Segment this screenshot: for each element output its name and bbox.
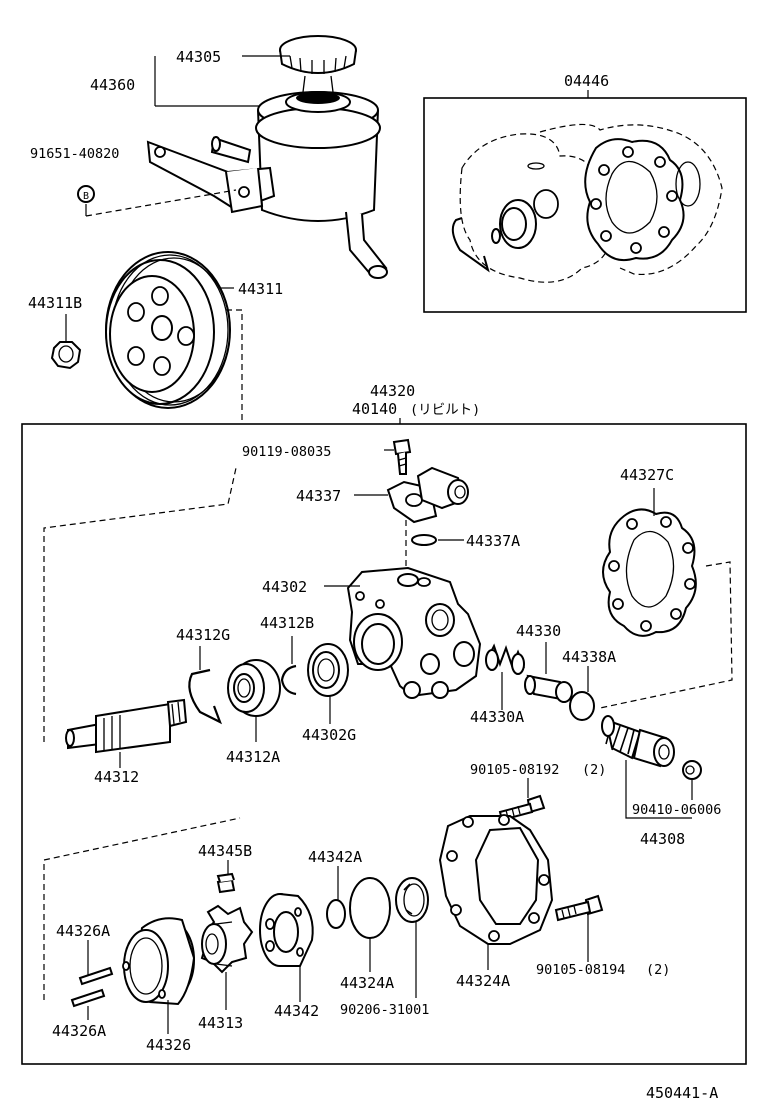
snap-ring-31001 [395, 877, 429, 923]
label-44326a-bottom: 44326A [52, 1022, 106, 1040]
reservoir-cap [279, 35, 357, 93]
vane-upper [78, 966, 114, 986]
pulley [105, 251, 231, 409]
pump-cover [438, 814, 554, 945]
bolt-marker-b: B [83, 191, 89, 202]
oring-44338a [569, 691, 595, 721]
label-44305: 44305 [176, 48, 221, 66]
pump-assembly-box [21, 423, 747, 1065]
label-44330: 44330 [516, 622, 561, 640]
pump-housing [346, 566, 482, 699]
label-44330a: 44330A [470, 708, 524, 726]
label-44342a: 44342A [308, 848, 362, 866]
label-44327c: 44327C [620, 466, 674, 484]
label-44326a-top: 44326A [56, 922, 110, 940]
cover-gasket [602, 508, 697, 637]
label-44312b: 44312B [260, 614, 314, 632]
vane-lower [70, 988, 106, 1008]
oring-44324a [349, 877, 391, 939]
oring-44342a [326, 899, 346, 929]
label-44312a: 44312A [226, 748, 280, 766]
label-90105-08194: 90105-08194 [536, 962, 625, 978]
label-44338a: 44338A [562, 648, 616, 666]
pump-shaft [65, 698, 188, 754]
valve-spring [485, 643, 525, 675]
label-90410-06006: 90410-06006 [632, 802, 721, 818]
label-rebuilt-note: (リビルト) [410, 402, 480, 418]
kit-gaskets [451, 123, 723, 283]
snap-ring-g [188, 668, 223, 725]
snap-ring-b [280, 664, 297, 696]
label-44360: 44360 [90, 76, 135, 94]
cam-ring [122, 917, 196, 1006]
label-40140: 40140 [352, 400, 397, 418]
label-44311b: 44311B [28, 294, 82, 312]
gasket-kit-box [423, 97, 747, 313]
label-90105-08194-qty: (2) [646, 962, 670, 978]
bracket-bolt-symbol: B [77, 185, 95, 203]
shaft-key [216, 872, 236, 894]
side-plate [259, 893, 314, 967]
label-44337a: 44337A [466, 532, 520, 550]
label-44302g: 44302G [302, 726, 356, 744]
label-44311: 44311 [238, 280, 283, 298]
flow-control-plug [601, 715, 675, 768]
label-90105-08192-qty: (2) [582, 762, 606, 778]
flow-valve [524, 674, 573, 703]
bearing [227, 659, 281, 717]
label-90105-08192: 90105-08192 [470, 762, 559, 778]
label-44342: 44342 [274, 1002, 319, 1020]
label-91651-40820: 91651-40820 [30, 146, 119, 162]
bolt-08194 [554, 894, 604, 922]
label-44326: 44326 [146, 1036, 191, 1054]
label-44312g: 44312G [176, 626, 230, 644]
label-44337: 44337 [296, 487, 341, 505]
label-44324a-oring: 44324A [340, 974, 394, 992]
label-44313: 44313 [198, 1014, 243, 1032]
rotor [200, 904, 254, 974]
label-44312: 44312 [94, 768, 139, 786]
union [386, 466, 469, 524]
label-44320: 44320 [370, 382, 415, 400]
label-44302: 44302 [262, 578, 307, 596]
label-44345b: 44345B [198, 842, 252, 860]
plug-oring [682, 760, 702, 780]
label-44324a-cover: 44324A [456, 972, 510, 990]
label-90119-08035: 90119-08035 [242, 444, 331, 460]
union-bolt [392, 438, 412, 475]
label-44308: 44308 [640, 830, 685, 848]
pulley-nut [50, 341, 82, 370]
label-90206-31001: 90206-31001 [340, 1002, 429, 1018]
oil-seal [307, 643, 349, 697]
label-04446: 04446 [564, 72, 609, 90]
union-oring [411, 534, 437, 546]
reservoir-tank [146, 91, 388, 279]
diagram-id: 450441-A [646, 1084, 718, 1102]
